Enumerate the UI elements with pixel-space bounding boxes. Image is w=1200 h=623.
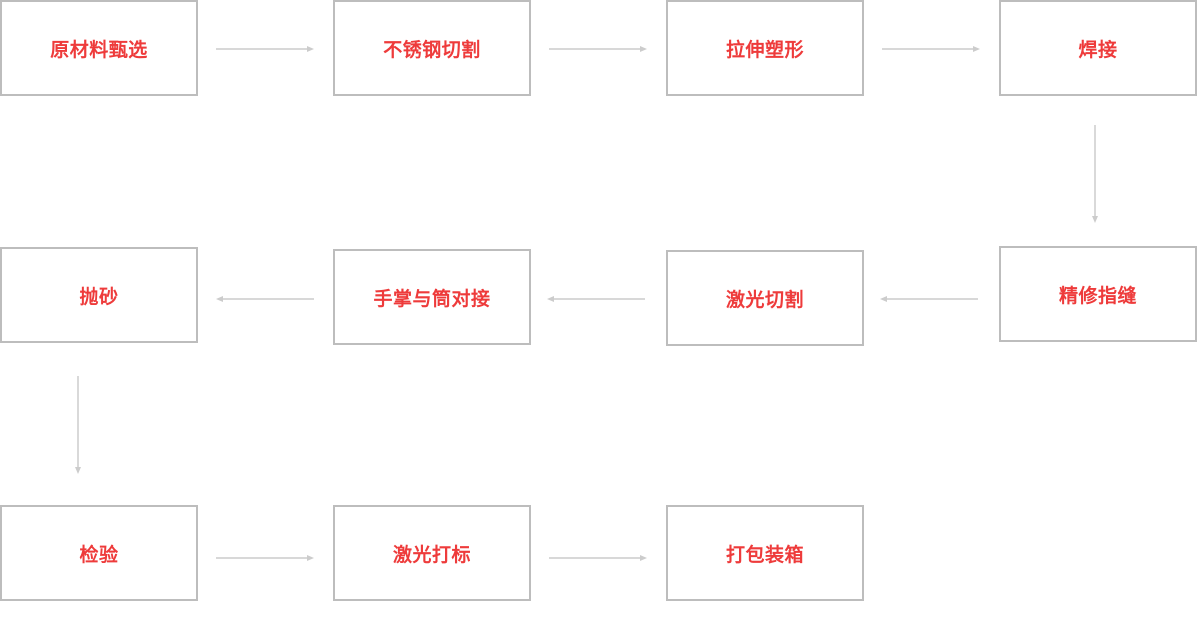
- arrow-right: [216, 44, 314, 54]
- step-finger-seam-finishing: 精修指缝: [999, 246, 1197, 342]
- step-packing: 打包装箱: [666, 505, 864, 601]
- arrow-right: [549, 553, 647, 563]
- step-label: 抛砂: [79, 285, 119, 308]
- step-welding: 焊接: [999, 0, 1197, 96]
- step-label: 激光切割: [725, 288, 804, 311]
- step-label: 打包装箱: [725, 543, 804, 566]
- step-stretch-forming: 拉伸塑形: [666, 0, 864, 96]
- arrow-down: [1090, 125, 1100, 223]
- step-palm-tube-joining: 手掌与筒对接: [333, 249, 531, 345]
- arrow-right: [216, 553, 314, 563]
- step-label: 检验: [79, 543, 119, 566]
- arrow-left: [547, 294, 645, 304]
- arrow-right: [549, 44, 647, 54]
- step-label: 焊接: [1078, 38, 1118, 61]
- step-laser-marking: 激光打标: [333, 505, 531, 601]
- step-inspection: 检验: [0, 505, 198, 601]
- step-label: 原材料甄选: [50, 38, 148, 61]
- step-label: 拉伸塑形: [725, 38, 804, 61]
- arrow-left: [880, 294, 978, 304]
- step-label: 不锈钢切割: [383, 38, 481, 61]
- step-label: 精修指缝: [1058, 284, 1137, 307]
- step-stainless-steel-cutting: 不锈钢切割: [333, 0, 531, 96]
- step-raw-material-selection: 原材料甄选: [0, 0, 198, 96]
- arrow-down: [73, 376, 83, 474]
- arrow-left: [216, 294, 314, 304]
- step-label: 激光打标: [392, 543, 471, 566]
- arrow-right: [882, 44, 980, 54]
- step-label: 手掌与筒对接: [373, 287, 491, 310]
- step-sandblasting: 抛砂: [0, 247, 198, 343]
- step-laser-cutting: 激光切割: [666, 250, 864, 346]
